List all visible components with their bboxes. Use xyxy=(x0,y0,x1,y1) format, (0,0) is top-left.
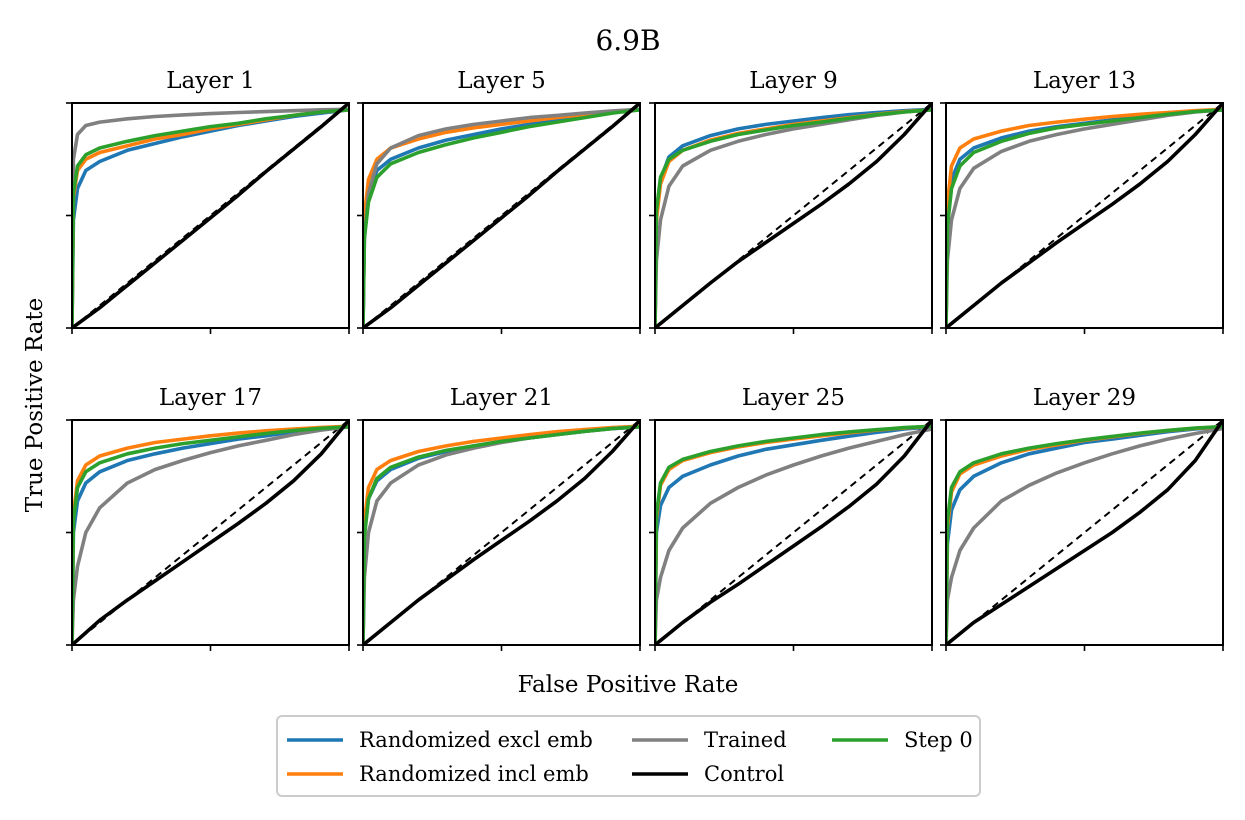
subplot-layer-21: Layer 21 xyxy=(357,385,641,651)
plot-area xyxy=(946,103,1223,328)
series-line-control xyxy=(946,103,1223,328)
legend-label: Randomized excl emb xyxy=(359,728,593,752)
legend-label: Step 0 xyxy=(904,728,973,752)
series-line-step-0 xyxy=(655,424,932,645)
subplot-layer-25: Layer 25 xyxy=(649,385,933,651)
subplot-title: Layer 1 xyxy=(166,68,255,94)
subplot-layer-13: Layer 13 xyxy=(940,68,1224,334)
series-line-trained xyxy=(363,107,640,328)
series-line-control xyxy=(946,420,1223,645)
subplot-title: Layer 17 xyxy=(159,385,262,411)
chance-diagonal xyxy=(946,420,1223,645)
series-line-control xyxy=(363,420,640,645)
series-line-step-0 xyxy=(946,108,1223,328)
series-line-step-0 xyxy=(655,108,932,328)
legend-item-trained: Trained xyxy=(632,728,787,752)
legend-label: Control xyxy=(704,762,784,786)
series-line-trained xyxy=(946,426,1223,645)
legend-label: Randomized incl emb xyxy=(359,762,589,786)
series-line-step-0 xyxy=(363,108,640,328)
series-line-randomized-incl-emb xyxy=(946,107,1223,328)
series-line-control xyxy=(72,420,349,645)
figure-title: 6.9B xyxy=(595,24,660,57)
legend-item-randomized-excl-emb: Randomized excl emb xyxy=(287,728,593,752)
plot-area xyxy=(363,420,640,645)
subplot-title: Layer 21 xyxy=(450,385,553,411)
legend-frame xyxy=(276,715,981,797)
series-line-control xyxy=(363,103,640,328)
legend-item-control: Control xyxy=(632,762,784,786)
subplot-layer-29: Layer 29 xyxy=(940,385,1224,651)
subplot-layer-17: Layer 17 xyxy=(66,385,350,651)
subplot-title: Layer 13 xyxy=(1033,68,1136,94)
plot-area xyxy=(655,103,932,328)
y-axis-label: True Positive Rate xyxy=(22,298,48,513)
series-line-randomized-excl-emb xyxy=(655,425,932,645)
series-line-trained xyxy=(655,427,932,645)
series-line-trained xyxy=(72,107,349,328)
plot-area xyxy=(946,420,1223,645)
plot-area xyxy=(72,420,349,645)
series-line-step-0 xyxy=(363,425,640,645)
plot-area xyxy=(363,103,640,328)
subplot-grid: Layer 1 Layer 5 Layer 9 Layer 13 Layer 17 Lay… xyxy=(66,68,1224,651)
subplot-title: Layer 5 xyxy=(457,68,546,94)
subplot-title: Layer 29 xyxy=(1033,385,1136,411)
x-axis-label: False Positive Rate xyxy=(518,672,739,698)
subplot-layer-9: Layer 9 xyxy=(649,68,933,334)
subplot-layer-1: Layer 1 xyxy=(66,68,350,334)
series-line-randomized-incl-emb xyxy=(363,424,640,645)
series-line-step-0 xyxy=(72,108,349,328)
series-line-step-0 xyxy=(72,425,349,645)
series-line-step-0 xyxy=(946,424,1223,645)
series-line-trained xyxy=(72,425,349,645)
plot-area xyxy=(72,103,349,328)
legend-item-step-0: Step 0 xyxy=(832,728,973,752)
series-line-control xyxy=(72,103,349,328)
subplot-title: Layer 25 xyxy=(742,385,845,411)
subplot-title: Layer 9 xyxy=(749,68,838,94)
legend-item-randomized-incl-emb: Randomized incl emb xyxy=(287,762,589,786)
plot-area xyxy=(655,420,932,645)
legend-label: Trained xyxy=(704,728,787,752)
series-line-control xyxy=(655,103,932,328)
subplot-layer-5: Layer 5 xyxy=(357,68,641,334)
series-line-control xyxy=(655,420,932,645)
